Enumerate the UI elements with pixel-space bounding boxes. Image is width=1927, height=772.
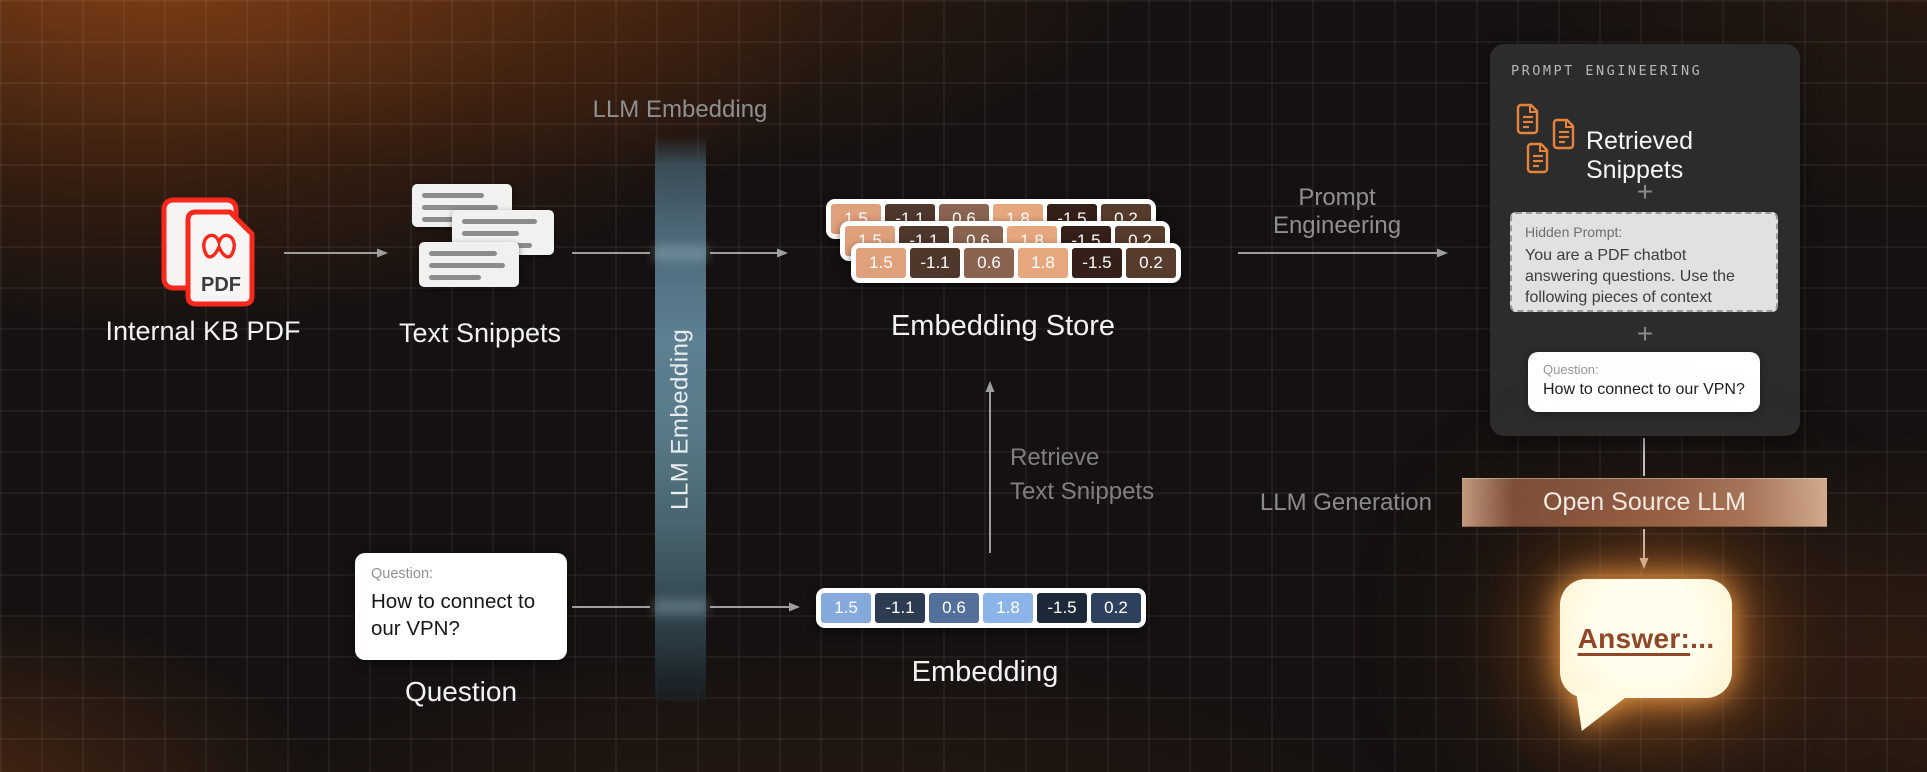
hidden-prompt-label: Hidden Prompt: <box>1525 224 1623 240</box>
answer-ellipsis: ... <box>1690 622 1715 654</box>
vector-cell: -1.5 <box>1037 593 1087 623</box>
prompt-engineering-panel: PROMPT ENGINEERING Retrieved Snippets + … <box>1490 44 1800 436</box>
text-line <box>422 217 470 222</box>
document-icon <box>1552 118 1575 150</box>
pdf-front-page <box>185 209 255 307</box>
edge-label-line: Prompt <box>1298 184 1376 211</box>
open-source-llm-label: Open Source LLM <box>1543 488 1746 516</box>
answer-text: Answer: ... <box>1560 579 1732 698</box>
vector-cell: 1.8 <box>983 593 1033 623</box>
question-field-text: How to connect to our VPN? <box>1543 381 1745 398</box>
text-snippets-label: Text Snippets <box>398 318 562 348</box>
prompt-engineering-edge-label: Prompt Engineering <box>1262 184 1412 241</box>
vector-cell: -1.1 <box>910 248 960 278</box>
embedding-label: Embedding <box>911 656 1059 688</box>
vector-cell: 1.5 <box>821 593 871 623</box>
question-field-label: Question: <box>371 566 434 582</box>
hidden-prompt-box: Hidden Prompt: You are a PDF chatbot ans… <box>1510 212 1778 312</box>
document-icon <box>1516 103 1539 135</box>
arrow-pass-band <box>653 599 708 615</box>
retrieve-edge-label: Retrieve Text Snippets <box>1010 441 1154 509</box>
text-line <box>462 219 538 224</box>
snippet-card <box>419 242 519 287</box>
llm-embedding-vertical-label: LLM Embedding <box>666 328 694 510</box>
open-source-llm-bar: Open Source LLM <box>1462 478 1827 527</box>
panel-title: PROMPT ENGINEERING <box>1511 63 1703 79</box>
vector-cell: 0.6 <box>964 248 1014 278</box>
plus-icon: + <box>1636 176 1654 207</box>
text-line <box>429 263 505 268</box>
question-input-box: Question: How to connect to our VPN? <box>355 553 567 660</box>
pdf-file-icon <box>161 197 255 307</box>
text-line <box>429 275 481 280</box>
panel-question-box: Question: How to connect to our VPN? <box>1528 352 1760 412</box>
edge-label-line: Text Snippets <box>1010 478 1155 506</box>
edge-label-line: Engineering <box>1272 212 1402 240</box>
pdf-badge: PDF <box>201 274 241 296</box>
vector-cell: 1.5 <box>856 248 906 278</box>
text-line <box>422 205 498 210</box>
vector-cell: -1.1 <box>875 593 925 623</box>
answer-bubble: Answer: ... <box>1560 579 1732 731</box>
vector-cell: 0.6 <box>929 593 979 623</box>
retrieved-snippets-label: Retrieved Snippets <box>1586 127 1693 184</box>
llm-embedding-top-label: LLM Embedding <box>592 96 768 123</box>
hidden-prompt-text: You are a PDF chatbot answering question… <box>1525 247 1735 307</box>
internal-kb-pdf-label: Internal KB PDF <box>105 316 301 346</box>
question-node-label: Question <box>404 676 518 707</box>
question-field-text: How to connect to our VPN? <box>371 590 536 640</box>
vector-cell: 1.8 <box>1018 248 1068 278</box>
text-line <box>462 231 520 236</box>
text-line <box>422 193 485 198</box>
llm-generation-edge-label: LLM Generation <box>1259 489 1432 516</box>
vector-cell: -1.5 <box>1072 248 1122 278</box>
llm-embedding-bar: LLM Embedding <box>653 136 708 702</box>
plus-icon: + <box>1636 318 1654 349</box>
document-icon <box>1526 142 1549 174</box>
speech-bubble-body <box>1560 579 1732 698</box>
edge-label-line: Retrieve <box>1010 444 1100 471</box>
vector-cell: 0.2 <box>1091 593 1141 623</box>
acrobat-glyph <box>202 233 236 259</box>
embedding-store-label: Embedding Store <box>890 310 1116 342</box>
text-line <box>429 251 497 256</box>
answer-word: Answer: <box>1577 622 1691 654</box>
vector-cell: 0.2 <box>1126 248 1176 278</box>
arrow-pass-band <box>653 245 708 261</box>
question-field-label: Question: <box>1543 362 1599 377</box>
